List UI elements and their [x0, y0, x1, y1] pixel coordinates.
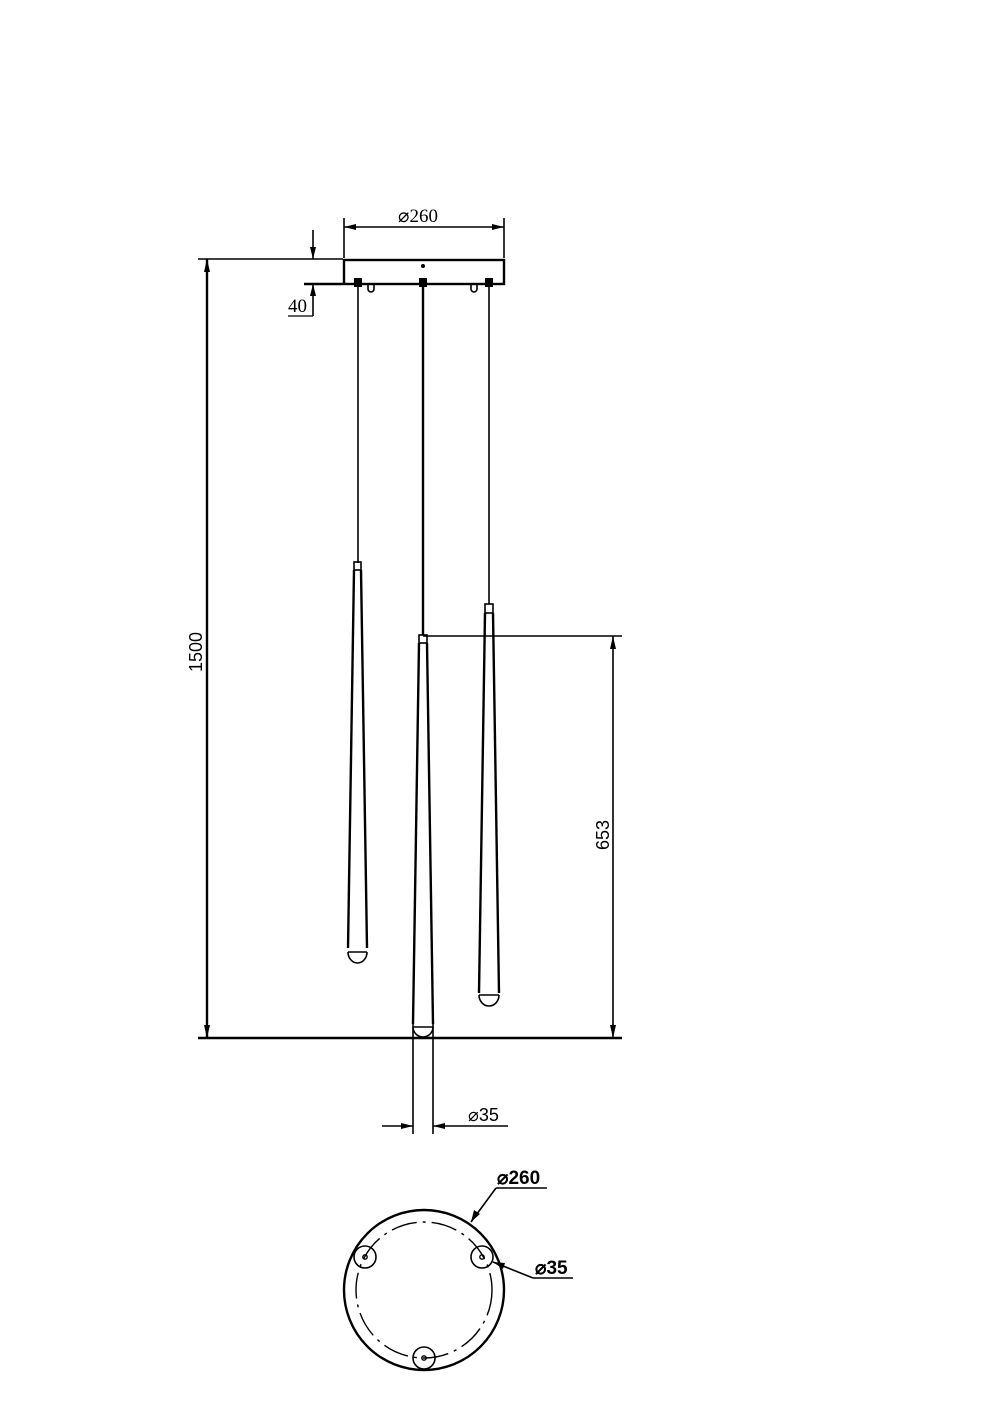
- hole-diameter-label: ⌀35: [535, 1258, 568, 1279]
- mounting-hole-right: [470, 1245, 494, 1269]
- hole-pitch-circle: [355, 1221, 493, 1359]
- left-pendant: [346, 561, 369, 964]
- center-pendant: [411, 634, 435, 1134]
- cables: [357, 287, 490, 635]
- canopy-diameter-label: ⌀260: [398, 206, 438, 227]
- shade-length-label: 653: [593, 820, 613, 850]
- dimension-total-height: 1500: [186, 259, 622, 1040]
- bottom-view: ⌀260 ⌀35: [342, 1168, 573, 1372]
- dimension-shade-diameter: ⌀35: [382, 1105, 508, 1129]
- mounting-hole-bottom: [412, 1346, 436, 1370]
- leader-outer-diameter: ⌀260: [470, 1168, 547, 1223]
- total-height-label: 1500: [186, 632, 206, 672]
- canopy-height-label: 40: [288, 296, 307, 317]
- shade-diameter-label: ⌀35: [468, 1105, 499, 1125]
- right-pendant: [477, 603, 501, 1007]
- leader-hole-diameter: ⌀35: [492, 1258, 573, 1279]
- canopy: [342, 258, 506, 293]
- dimension-shade-length: 653: [423, 635, 622, 1038]
- front-view: ⌀260 40 1500 653: [186, 206, 622, 1134]
- canopy-outline: [342, 1208, 506, 1372]
- dimension-canopy-height: 40: [198, 230, 343, 317]
- dimension-canopy-diameter: ⌀260: [343, 206, 505, 258]
- mounting-hole-left: [353, 1245, 377, 1269]
- outer-diameter-label: ⌀260: [497, 1168, 540, 1189]
